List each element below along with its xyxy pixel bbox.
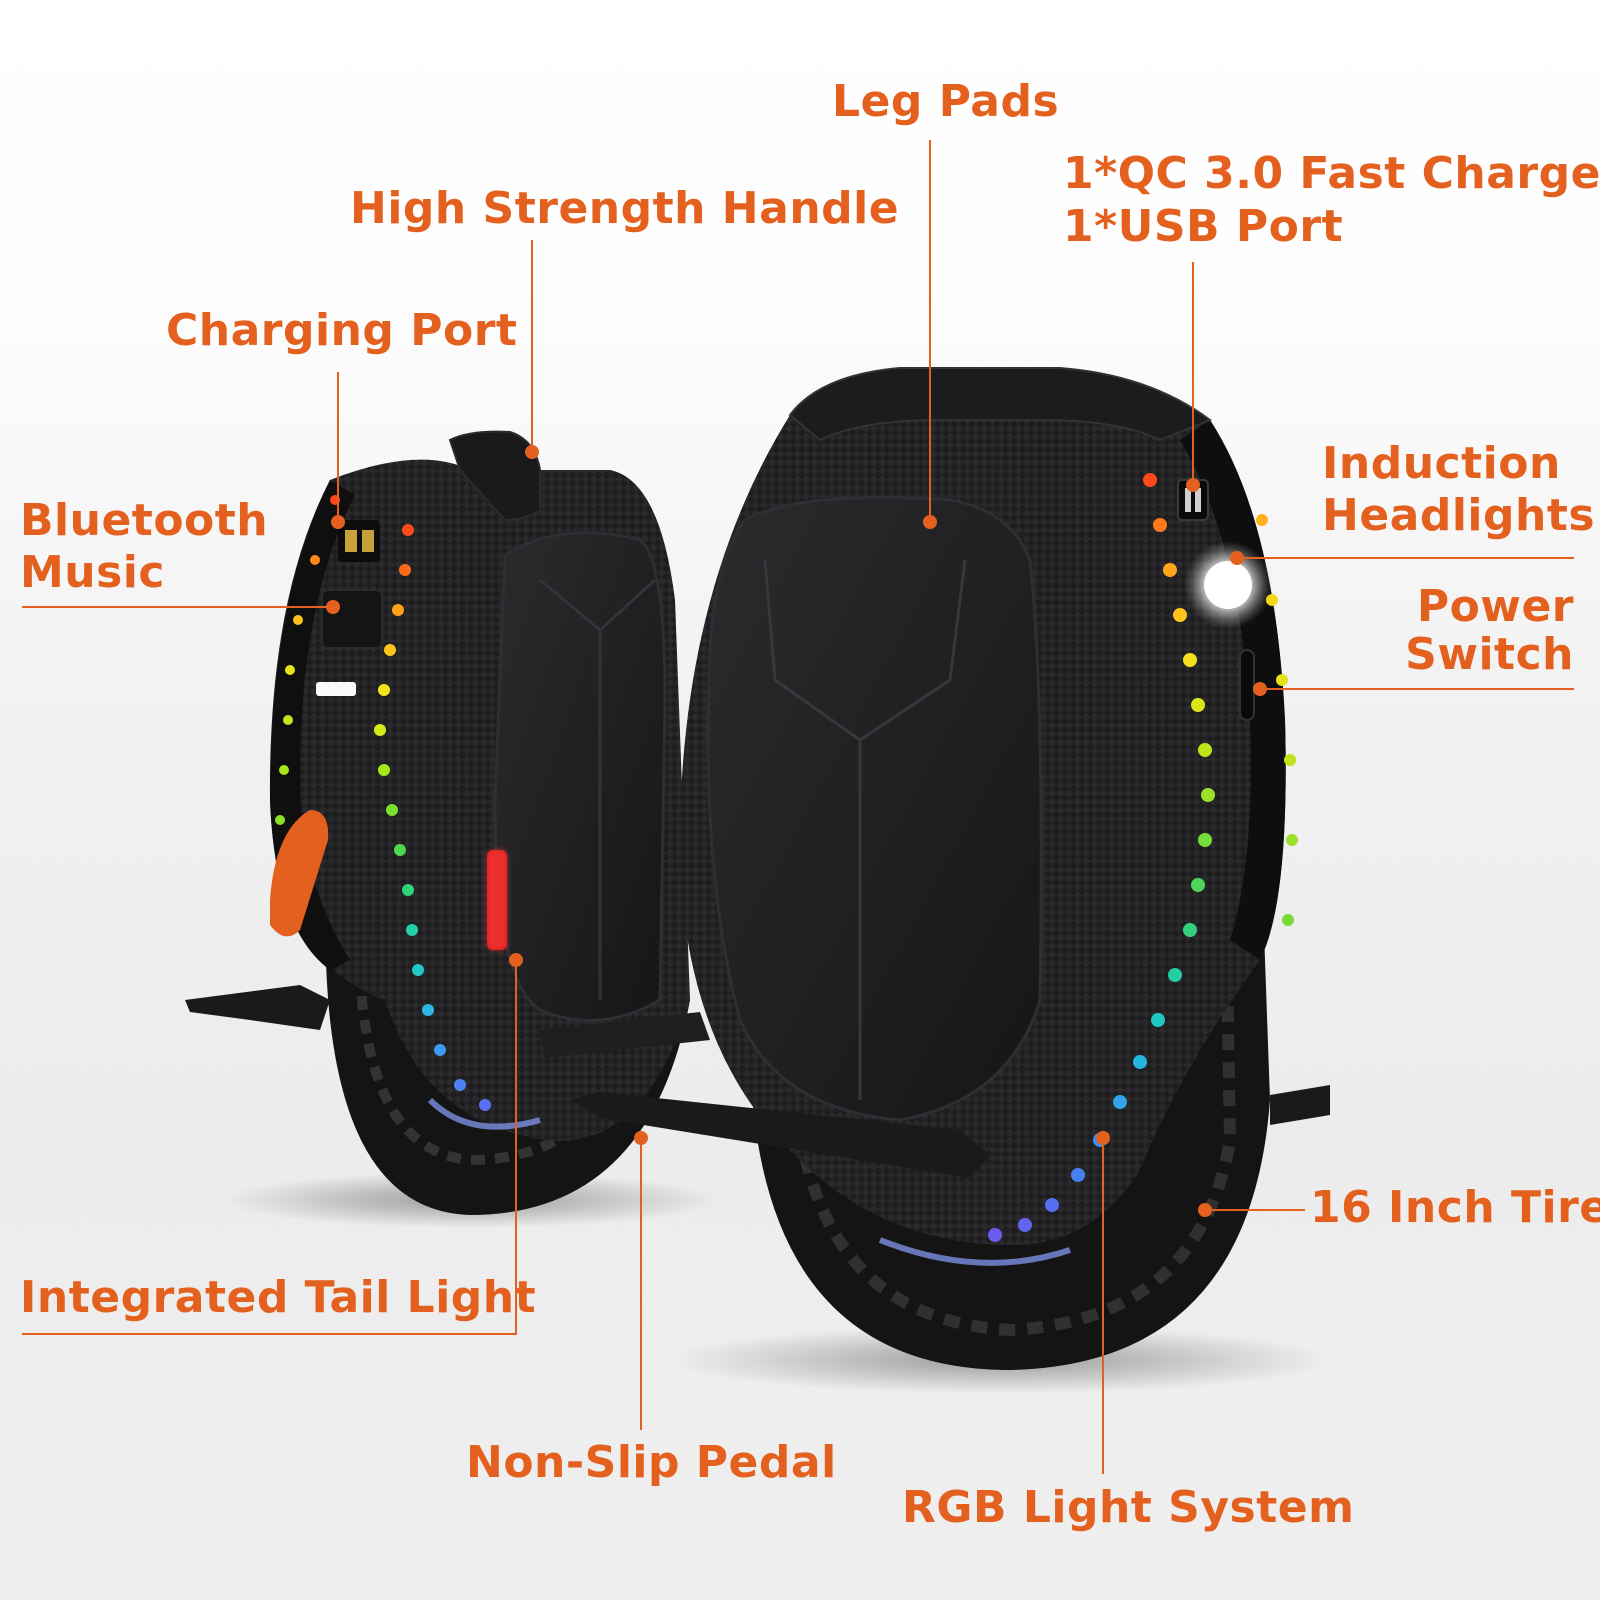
front-pedal-bracket [540, 1012, 710, 1058]
rear-pad-seam [539, 578, 657, 1000]
front-handle-arch [788, 367, 1213, 442]
label-power-line1: Power [1416, 581, 1574, 632]
rear-trolley-handle [270, 810, 329, 937]
label-bluetooth-line1: Bluetooth [20, 495, 269, 546]
label-pedal: Non-Slip Pedal [466, 1437, 837, 1490]
label-handle: High Strength Handle [350, 183, 899, 236]
rear-logo-plate [316, 682, 356, 696]
label-pedal-text: Non-Slip Pedal [466, 1437, 837, 1488]
label-rgb: RGB Light System [902, 1482, 1354, 1535]
rear-speaker [321, 589, 383, 649]
callout-dots [326, 445, 1267, 1217]
front-pad-seam [763, 559, 967, 1100]
label-tail-light-text: Integrated Tail Light [20, 1272, 537, 1323]
label-headlights-line2: Headlights [1322, 489, 1596, 541]
rear-leg-pad [493, 531, 667, 1022]
front-pedal-right [1270, 1085, 1330, 1125]
rear-unicycle [185, 430, 690, 1215]
label-bluetooth: Bluetooth Music [20, 495, 268, 599]
label-headlights: Induction Headlights [1322, 438, 1595, 542]
front-hub-glow [878, 1237, 1071, 1266]
rear-hub-glow [427, 1097, 541, 1130]
front-led-strip [988, 473, 1298, 1242]
label-tire: 16 Inch Tire [1310, 1182, 1600, 1235]
callout-lines [22, 140, 1574, 1474]
front-power-switch [1239, 649, 1255, 721]
label-tire-text: 16 Inch Tire [1310, 1182, 1600, 1233]
front-pedal-left [570, 1092, 990, 1178]
label-fast-charge-line2: 1*USB Port [1063, 200, 1344, 252]
label-fast-charge: 1*QC 3.0 Fast Charge 1*USB Port [1063, 148, 1600, 254]
label-tail-light: Integrated Tail Light [20, 1272, 536, 1325]
front-tire-tread [794, 859, 1237, 1337]
label-charging-port-text: Charging Port [166, 305, 518, 356]
label-rgb-text: RGB Light System [902, 1482, 1355, 1533]
label-leg-pads-text: Leg Pads [832, 76, 1060, 127]
label-headlights-line1: Induction [1322, 438, 1561, 489]
label-power-line2: Switch [1405, 628, 1574, 680]
label-leg-pads: Leg Pads [832, 76, 1059, 129]
label-charging-port: Charging Port [166, 305, 517, 358]
front-unicycle [540, 367, 1330, 1370]
label-handle-text: High Strength Handle [350, 183, 900, 234]
label-bluetooth-line2: Music [20, 546, 165, 598]
rear-pedal [185, 985, 330, 1030]
label-power-switch: Power Switch [1405, 583, 1574, 678]
front-leg-pad [706, 496, 1043, 1122]
rear-led-strip [275, 495, 491, 1111]
label-fast-charge-line1: 1*QC 3.0 Fast Charge [1063, 148, 1600, 199]
